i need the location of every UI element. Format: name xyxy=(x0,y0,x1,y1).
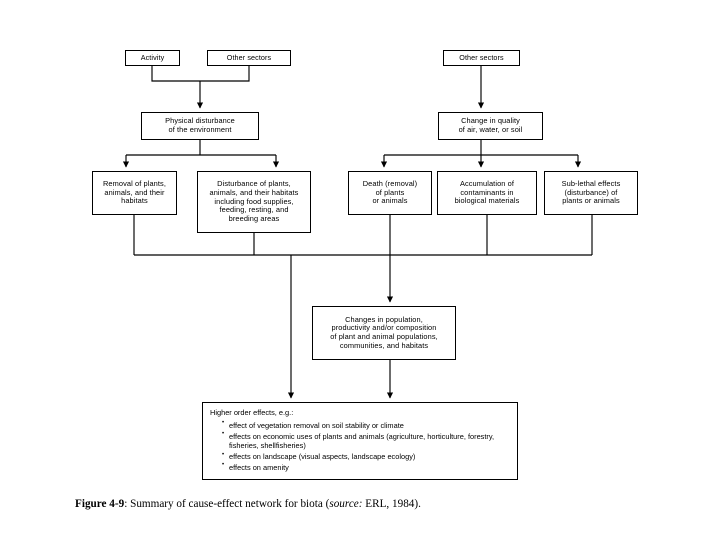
node-higher-order-effects[interactable]: Higher order effects, e.g.: effect of ve… xyxy=(202,402,518,480)
node-other-sectors-left[interactable]: Other sectors xyxy=(207,50,291,66)
node-removal-of-plants[interactable]: Removal of plants, animals, and their ha… xyxy=(92,171,177,215)
list-item: effects on landscape (visual aspects, la… xyxy=(222,452,510,462)
node-change-in-quality[interactable]: Change in quality of air, water, or soil xyxy=(438,112,543,140)
figure-caption-number: Figure 4-9 xyxy=(75,498,125,510)
list-item: effects on amenity xyxy=(222,462,510,473)
node-other-sectors-right-label: Other sectors xyxy=(459,52,504,62)
higher-order-effects-list: effect of vegetation removal on soil sta… xyxy=(210,420,510,473)
node-sublethal-effects[interactable]: Sub-lethal effects (disturbance) of plan… xyxy=(544,171,638,215)
node-removal-of-plants-label: Removal of plants, animals, and their ha… xyxy=(102,178,166,206)
node-activity-label: Activity xyxy=(140,52,165,62)
figure-caption-separator: : xyxy=(124,498,131,510)
list-item: effect of vegetation removal on soil sta… xyxy=(222,420,510,431)
list-item: effects on economic uses of plants and a… xyxy=(222,431,510,452)
higher-order-effects-title: Higher order effects, e.g.: xyxy=(210,408,294,417)
figure-caption-source-value: ERL, 1984). xyxy=(362,498,421,510)
figure-caption-text: Summary of cause-effect network for biot… xyxy=(130,498,330,510)
node-other-sectors-right[interactable]: Other sectors xyxy=(443,50,520,66)
node-changes-in-population-label: Changes in population, productivity and/… xyxy=(330,314,438,350)
node-change-in-quality-label: Change in quality of air, water, or soil xyxy=(458,116,523,134)
node-physical-disturbance-label: Physical disturbance of the environment xyxy=(165,116,235,134)
figure-caption: Figure 4-9: Summary of cause-effect netw… xyxy=(75,498,645,510)
node-accumulation-contaminants-label: Accumulation of contaminants in biologic… xyxy=(454,178,520,206)
node-sublethal-effects-label: Sub-lethal effects (disturbance) of plan… xyxy=(561,178,621,206)
node-accumulation-contaminants[interactable]: Accumulation of contaminants in biologic… xyxy=(437,171,537,215)
node-death-removal[interactable]: Death (removal) of plants or animals xyxy=(348,171,432,215)
node-other-sectors-left-label: Other sectors xyxy=(226,52,272,62)
node-activity[interactable]: Activity xyxy=(125,50,180,66)
node-disturbance-of-plants[interactable]: Disturbance of plants, animals, and thei… xyxy=(197,171,311,233)
node-death-removal-label: Death (removal) of plants or animals xyxy=(362,178,418,206)
node-disturbance-of-plants-label: Disturbance of plants, animals, and thei… xyxy=(209,179,299,224)
node-changes-in-population[interactable]: Changes in population, productivity and/… xyxy=(312,306,456,360)
node-physical-disturbance[interactable]: Physical disturbance of the environment xyxy=(141,112,259,140)
figure-caption-source-label: source: xyxy=(329,498,363,510)
